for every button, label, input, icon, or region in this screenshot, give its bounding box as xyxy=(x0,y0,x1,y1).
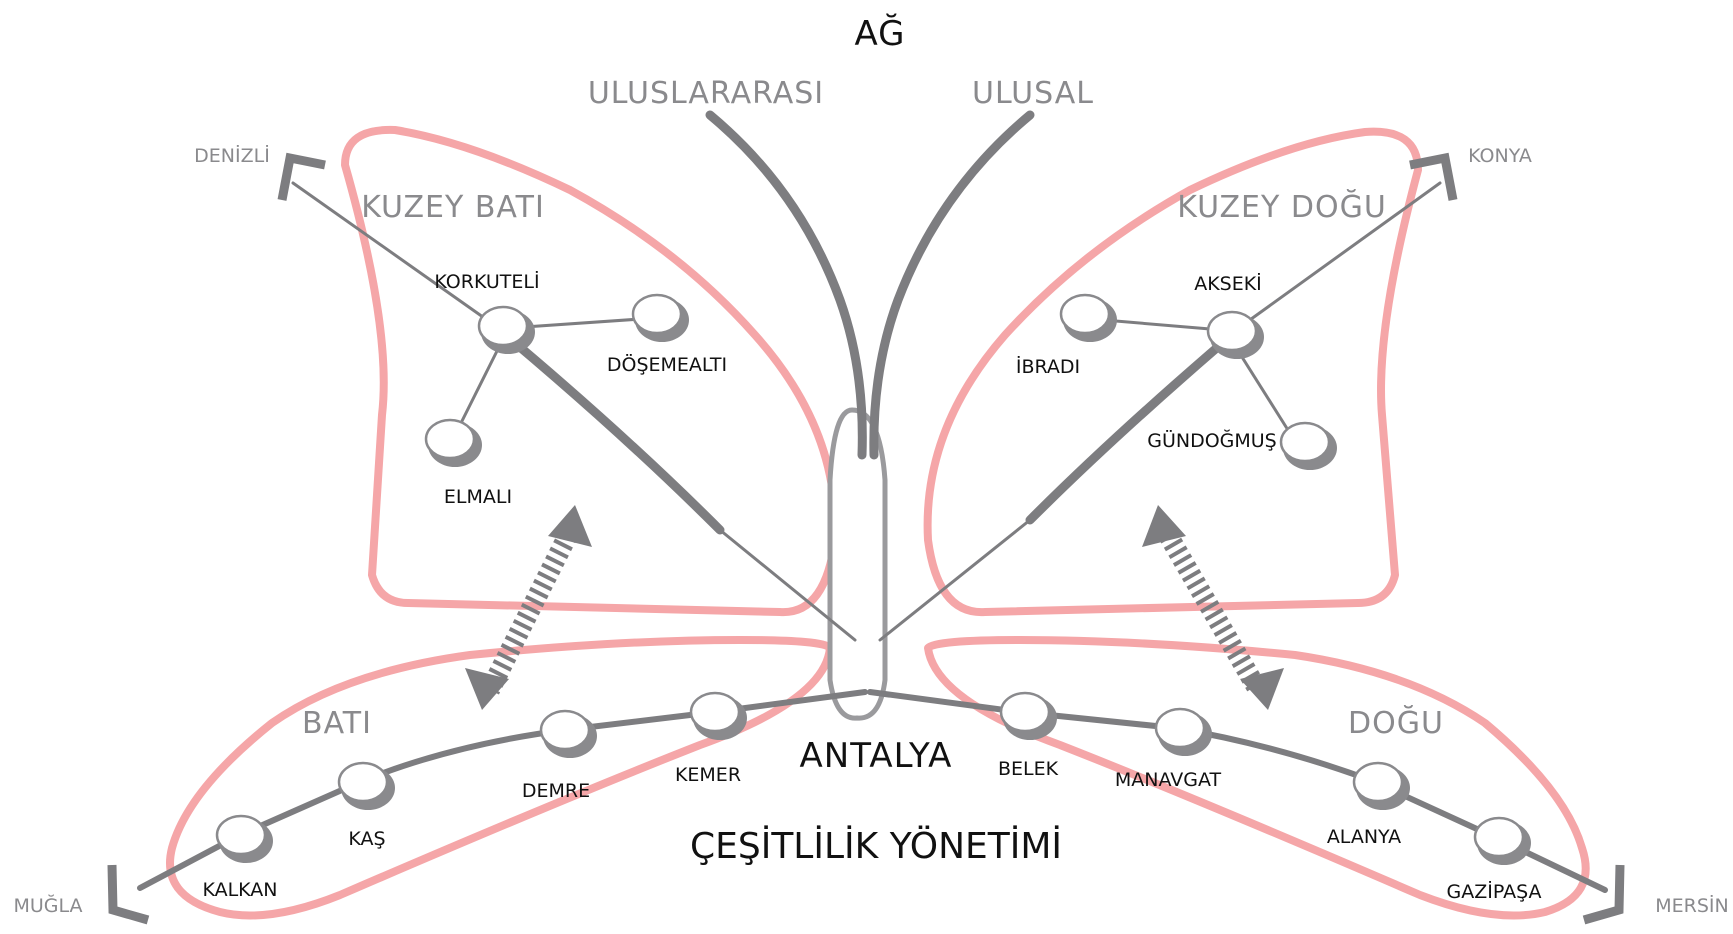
trunk-international xyxy=(705,110,867,460)
label-kas: KAŞ xyxy=(348,828,385,850)
title-network: AĞ xyxy=(854,13,905,54)
node-akseki xyxy=(1206,310,1264,359)
spine-north-west-thin xyxy=(291,181,492,324)
node-ibradi xyxy=(1059,293,1117,342)
label-gundogmus: GÜNDOĞMUŞ xyxy=(1147,428,1277,452)
region-west: BATI xyxy=(302,706,372,741)
branch-korkuteli-dosemealti xyxy=(509,316,656,330)
dashed-arrow-west xyxy=(465,505,592,710)
region-east: DOĞU xyxy=(1348,704,1444,741)
wing-north-east xyxy=(923,127,1422,617)
label-national: ULUSAL xyxy=(972,76,1094,111)
node-gundogmus xyxy=(1279,421,1337,470)
label-konya: KONYA xyxy=(1468,145,1532,167)
node-kemer xyxy=(689,691,747,740)
label-manavgat: MANAVGAT xyxy=(1115,769,1222,791)
wing-west xyxy=(166,636,834,920)
butterfly-body xyxy=(827,407,888,721)
label-antalya: ANTALYA xyxy=(800,736,953,776)
bracket-mugla xyxy=(107,864,150,925)
node-dosemealti xyxy=(631,293,689,342)
label-mugla: MUĞLA xyxy=(13,893,82,917)
region-north-east: KUZEY DOĞU xyxy=(1177,188,1387,225)
spine-north-east-tip xyxy=(878,518,1032,642)
node-korkuteli xyxy=(477,305,535,354)
wing-east xyxy=(924,636,1590,920)
trunk-national xyxy=(869,110,1035,460)
node-kalkan xyxy=(215,814,273,863)
node-demre xyxy=(539,709,597,758)
label-dosemealti: DÖŞEMEALTI xyxy=(607,353,727,376)
node-kas xyxy=(337,761,395,810)
label-demre: DEMRE xyxy=(522,780,590,802)
label-alanya: ALANYA xyxy=(1327,826,1401,848)
bracket-mersin xyxy=(1582,864,1625,925)
bracket-denizli xyxy=(277,152,326,201)
label-elmali: ELMALI xyxy=(444,486,512,508)
node-gazipasa xyxy=(1473,816,1531,865)
spine-north-east-thin xyxy=(1245,181,1442,324)
region-north-west: KUZEY BATI xyxy=(361,190,545,225)
label-kalkan: KALKAN xyxy=(202,879,277,901)
bracket-konya xyxy=(1409,152,1458,201)
node-elmali xyxy=(424,418,482,467)
label-ibradi: İBRADI xyxy=(1016,355,1080,378)
label-belek: BELEK xyxy=(998,758,1059,780)
spine-north-west-tip xyxy=(718,528,857,642)
label-akseki: AKSEKİ xyxy=(1194,272,1262,295)
label-diversity-management: ÇEŞİTLİLİK YÖNETİMİ xyxy=(690,825,1062,867)
dashed-arrow-east xyxy=(1142,505,1284,710)
node-belek xyxy=(999,691,1057,740)
label-international: ULUSLARARASI xyxy=(588,76,824,111)
label-denizli: DENİZLİ xyxy=(194,144,270,167)
label-gazipasa: GAZİPAŞA xyxy=(1447,880,1542,903)
label-kemer: KEMER xyxy=(675,764,741,786)
node-manavgat xyxy=(1154,707,1212,756)
spine-north-east xyxy=(1025,317,1252,525)
label-mersin: MERSİN xyxy=(1655,894,1728,917)
label-korkuteli: KORKUTELİ xyxy=(434,270,539,293)
node-alanya xyxy=(1352,761,1410,810)
